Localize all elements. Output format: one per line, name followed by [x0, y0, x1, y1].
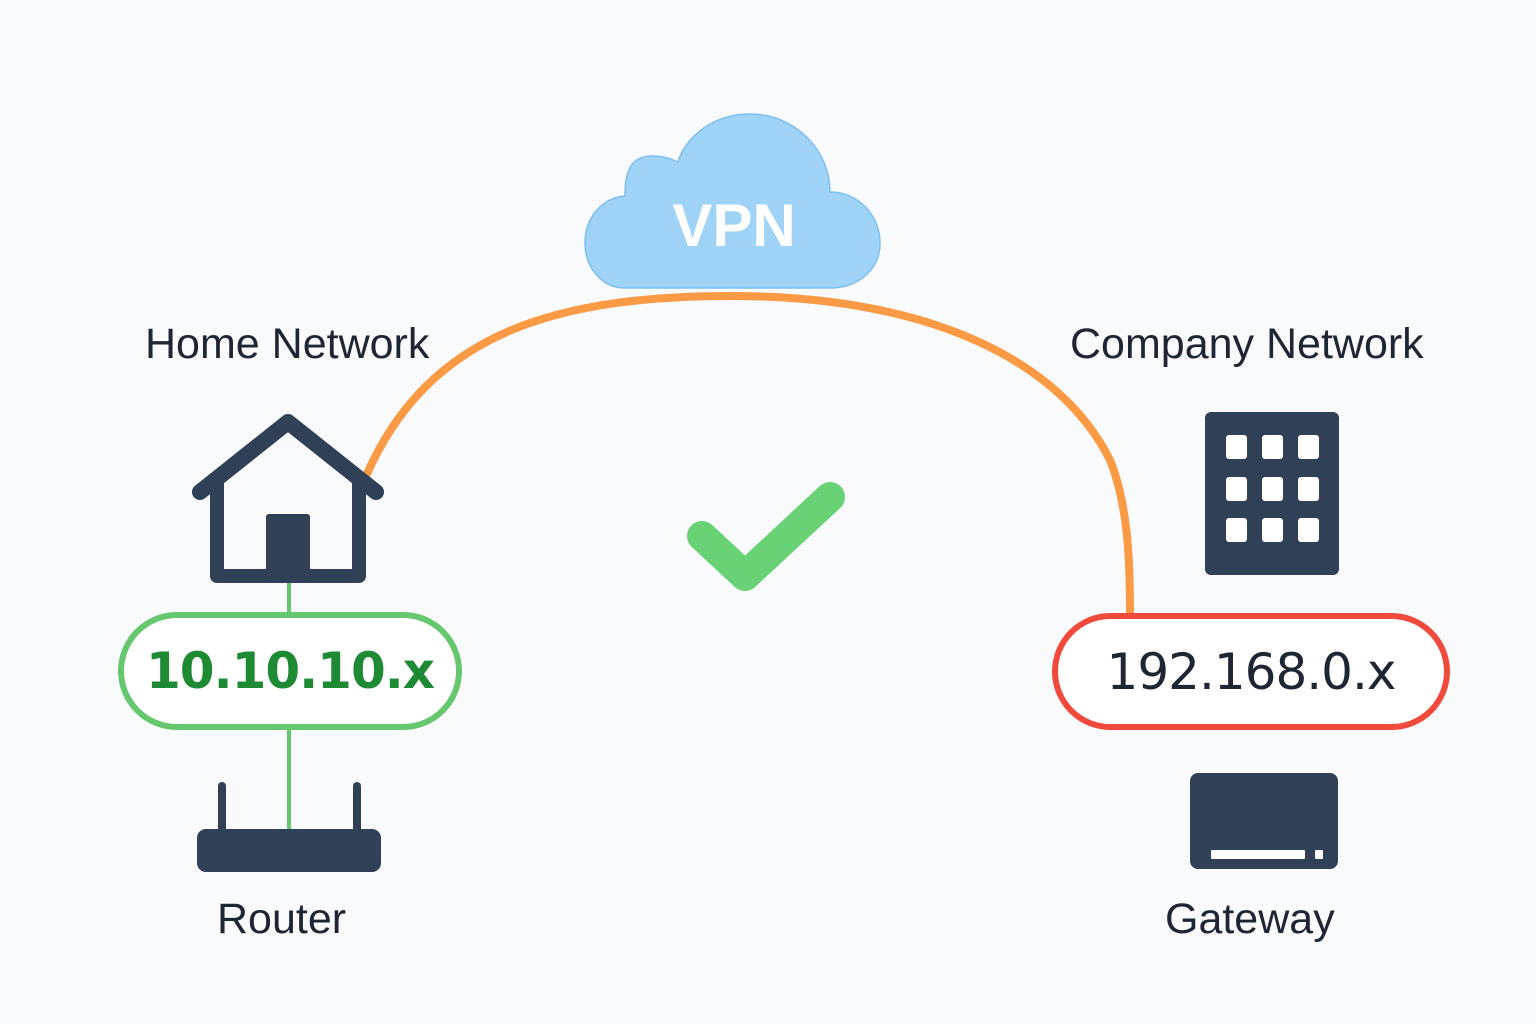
gateway-icon [1190, 773, 1338, 869]
home-subnet-pill: 10.10.10.x [118, 612, 462, 730]
home-network-title: Home Network [145, 320, 430, 368]
company-network-title: Company Network [1070, 320, 1424, 368]
router-icon [197, 782, 381, 872]
cloud-icon [584, 113, 881, 289]
company-subnet-pill: 192.168.0.x [1052, 613, 1450, 730]
vpn-tunnel-arc [362, 291, 1134, 618]
router-label: Router [217, 895, 347, 943]
home-subnet-value: 10.10.10.x [146, 642, 435, 700]
house-icon [192, 414, 384, 583]
company-subnet-value: 192.168.0.x [1106, 642, 1397, 701]
gateway-label: Gateway [1165, 895, 1335, 943]
checkmark-icon [687, 482, 845, 591]
office-building-icon [1205, 412, 1339, 575]
vpn-label: VPN [672, 192, 795, 259]
